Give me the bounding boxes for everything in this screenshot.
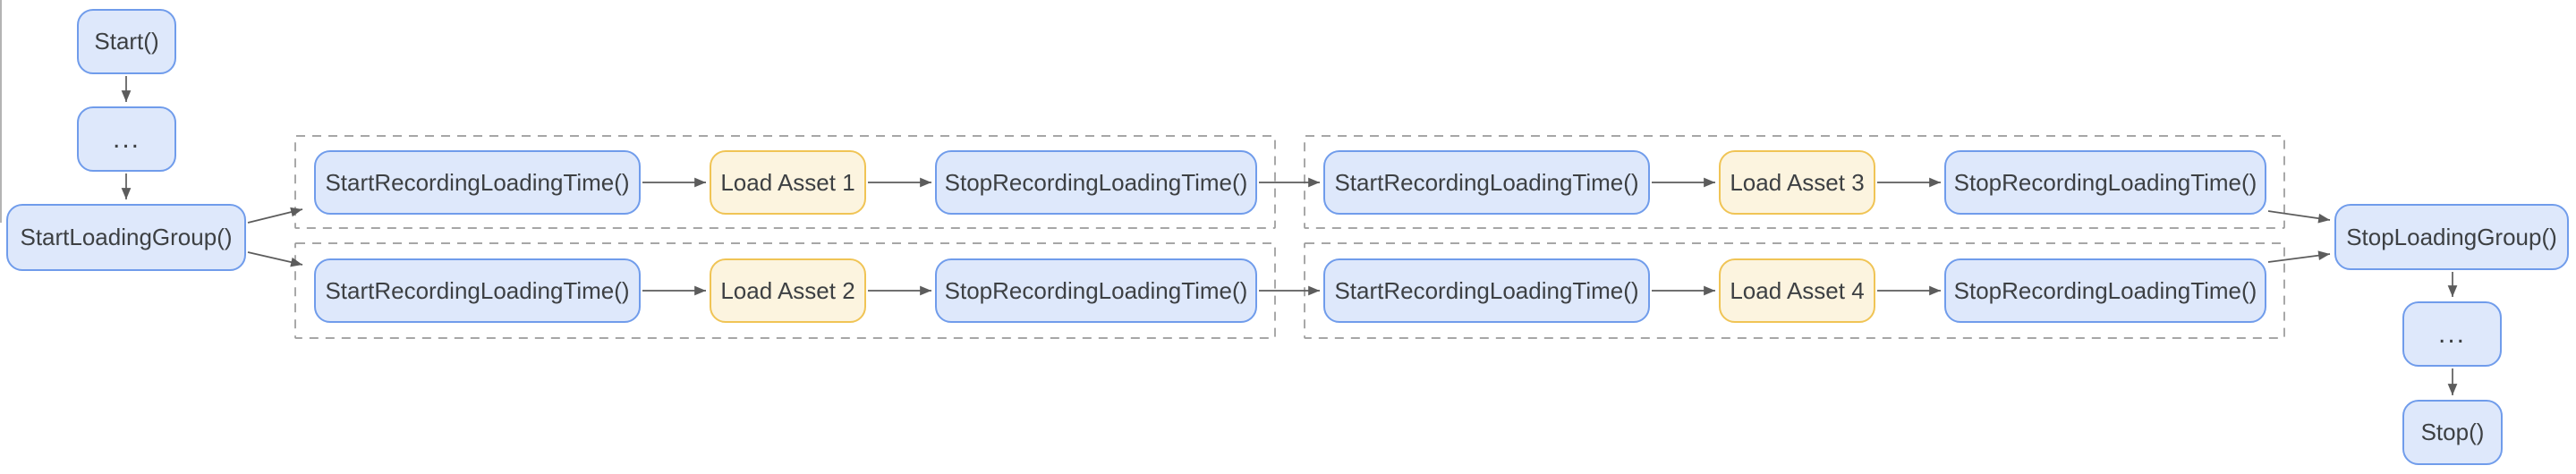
node-g2r2-load-asset-4: Load Asset 4 xyxy=(1719,258,1875,323)
node-g1r1-stop-recording: StopRecordingLoadingTime() xyxy=(935,150,1257,215)
arrow-g2r2-to-stop-loading-group xyxy=(2267,250,2331,263)
node-start-loading-group: StartLoadingGroup() xyxy=(6,204,246,271)
node-g2r2-start-recording: StartRecordingLoadingTime() xyxy=(1323,258,1650,323)
node-g2r1-load-asset-3: Load Asset 3 xyxy=(1719,150,1875,215)
node-stop: Stop() xyxy=(2402,400,2503,465)
node-g2r2-stop-recording: StopRecordingLoadingTime() xyxy=(1944,258,2266,323)
node-g1r2-load-asset-2: Load Asset 2 xyxy=(710,258,866,323)
node-g1r2-start-recording: StartRecordingLoadingTime() xyxy=(314,258,641,323)
node-ellipsis-post: ... xyxy=(2402,301,2502,367)
arrow-slg-to-g1-row2 xyxy=(247,251,303,267)
node-start: Start() xyxy=(77,9,176,74)
node-g1r1-start-recording: StartRecordingLoadingTime() xyxy=(314,150,641,215)
loading-group-box-1-row-2 xyxy=(294,242,1276,339)
arrow-g2r1-to-stop-loading-group xyxy=(2267,210,2331,224)
node-g1r2-stop-recording: StopRecordingLoadingTime() xyxy=(935,258,1257,323)
node-g2r1-start-recording: StartRecordingLoadingTime() xyxy=(1323,150,1650,215)
node-g2r1-stop-recording: StopRecordingLoadingTime() xyxy=(1944,150,2266,215)
loading-group-box-1-row-1 xyxy=(294,135,1276,229)
node-ellipsis-pre: ... xyxy=(77,106,176,172)
node-stop-loading-group: StopLoadingGroup() xyxy=(2334,204,2569,270)
node-g1r1-load-asset-1: Load Asset 1 xyxy=(710,150,866,215)
arrow-slg-to-g1-row1 xyxy=(247,207,303,224)
